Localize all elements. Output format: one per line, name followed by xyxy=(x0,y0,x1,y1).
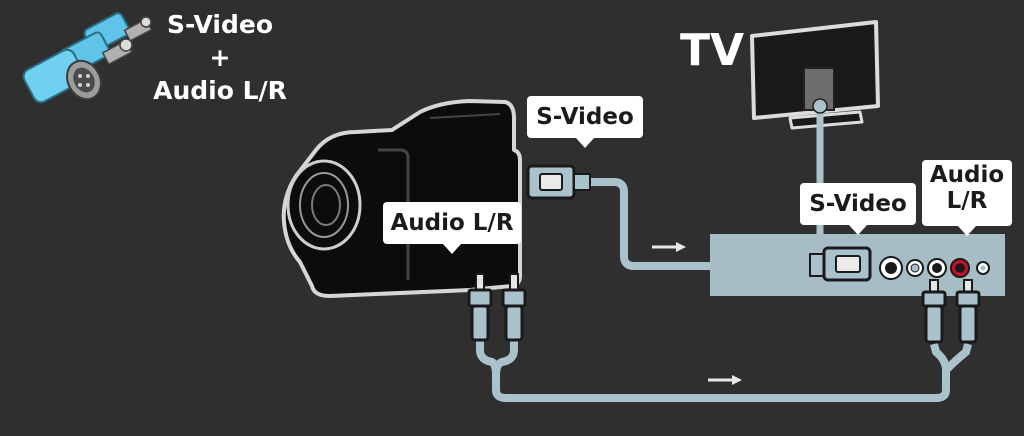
video-jack xyxy=(906,259,924,277)
header-line-1: S-Video xyxy=(166,10,274,39)
callout-camera-audio: Audio L/R xyxy=(383,202,521,254)
rca-plugs-camera xyxy=(467,273,527,342)
callout-tv-audio: Audio L/R xyxy=(922,160,1012,236)
callout-tv-audio-line-1: Audio xyxy=(929,162,1005,188)
audio-right-jack xyxy=(950,258,970,278)
camcorder-icon xyxy=(281,99,522,298)
arrow-right-icon xyxy=(652,242,686,252)
svideo-cable xyxy=(584,178,814,270)
audio-left-jack xyxy=(927,258,947,278)
svideo-audio-connectors-icon xyxy=(22,12,153,104)
svideo-jack xyxy=(879,256,903,280)
header-line-3: Audio L/R xyxy=(153,76,287,105)
callout-tv-audio-line-2: L/R xyxy=(946,188,988,215)
extra-jack xyxy=(976,261,990,275)
svideo-plug-tv xyxy=(809,246,872,282)
callout-tv-svideo: S-Video xyxy=(800,183,916,235)
svideo-plug-camera xyxy=(526,164,591,200)
header-line-2: + xyxy=(209,43,231,72)
arrow-right-icon xyxy=(708,375,742,385)
tv-icon xyxy=(750,20,880,130)
callout-camera-svideo: S-Video xyxy=(527,96,643,148)
rca-plugs-tv xyxy=(921,279,981,344)
header-title: S-Video + Audio L/R xyxy=(150,8,290,107)
audio-cable xyxy=(476,340,950,402)
tv-label: TV xyxy=(680,25,745,76)
